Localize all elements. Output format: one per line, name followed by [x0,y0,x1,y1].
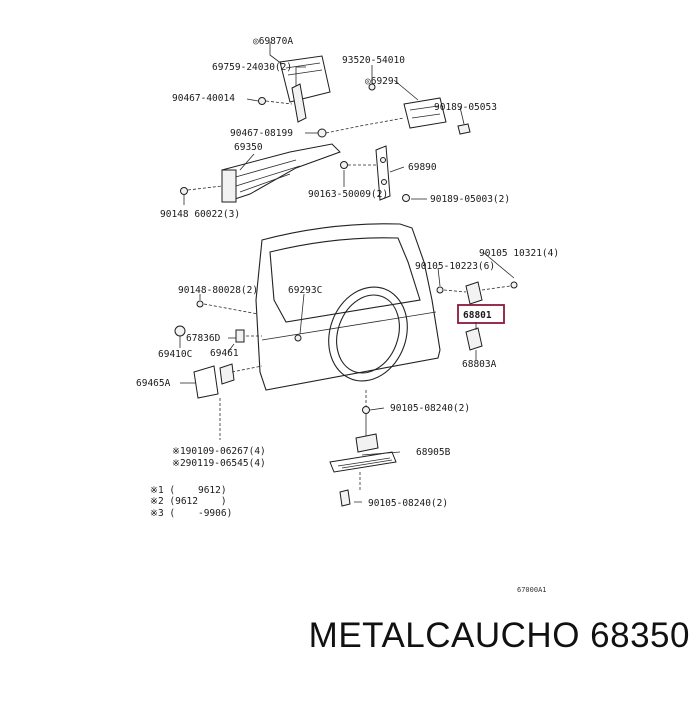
leader [483,252,515,279]
label-90109: ※190109-06267(4) [172,446,266,457]
hinge-bolt-2 [436,286,444,294]
label-90467b: 90467-08199 [230,128,293,139]
leader [459,106,465,125]
stopper-part [193,365,219,399]
label-90189b: 90189-05003(2) [430,194,510,205]
latch-screw-2 [381,179,387,185]
leader-dashed [219,365,263,440]
leader [389,166,405,173]
latch-part [375,145,391,201]
brand-caption: METALCAUCHO 68350 [308,616,690,655]
footnote-3: ※3 ( -9906) [150,508,232,519]
label-69870A: ◎69870A [253,36,293,47]
label-68803A: 68803A [462,359,497,370]
label-69465A: 69465A [136,378,171,389]
leader [299,293,305,335]
label-69350: 69350 [234,142,263,153]
label-90163: 90163-50009(2) [308,189,388,200]
label-90189a: 90189-05053 [434,102,497,113]
bolt-part-2 [180,187,188,195]
leader [354,407,401,503]
leader-dashed [187,185,223,191]
bracket-part [291,83,307,123]
leader [295,66,306,86]
handle-lines [409,105,441,119]
step-bolt-2 [339,489,351,507]
leader [227,343,235,353]
latch-screw [380,157,386,163]
leader-dashed [265,100,405,134]
lock-rod-lines [231,159,301,193]
footnote-1: ※1 ( 9612) [150,485,227,496]
cushion-part [294,334,302,342]
nut-part [457,123,471,135]
label-68801: 68801 [463,310,492,321]
leader-dashed [203,285,511,337]
spare-tire-recess [328,286,408,382]
check-part [174,325,186,337]
lower-step-assembly [329,390,401,507]
label-90148b: 90148-80028(2) [178,285,258,296]
label-93520: 93520-54010 [342,55,405,66]
back-door-panel [174,223,518,440]
figure-code: 67000A1 [517,586,547,594]
clip-part-2 [317,128,327,138]
leader [246,98,259,102]
lock-housing-part [221,169,237,203]
footnotes: ※1 ( 9612) ※2 (9612 ) ※3 ( -9906) [150,485,232,519]
handle-part [403,97,447,129]
leader [393,79,419,101]
nut-part-2 [402,194,410,202]
label-90105a: 90105 10321(4) [479,248,559,259]
label-69291: ◎69291 [365,76,400,87]
part-labels: ◎69870A 69759-24030(2) 93520-54010 ◎6929… [136,36,559,509]
leader [437,267,441,287]
step-bracket-part [355,433,379,453]
label-90467a: 90467-40014 [172,93,235,104]
step-plate-lines [337,457,393,469]
upper-hinge-part [465,281,483,305]
clip-part [258,97,266,105]
door-crease [261,311,437,341]
spare-tire-inner [336,294,400,374]
label-90105c: 90105-08240(2) [390,403,470,414]
label-90105b: 90105-10223(6) [415,261,495,272]
leader [269,42,283,65]
label-68905B: 68905B [416,447,451,458]
label-69461: 69461 [210,348,239,359]
bolt-part-3 [196,300,204,308]
label-67836D: 67836D [186,333,221,344]
footnote-2: ※2 (9612 ) [150,496,227,507]
lower-hinge-part [465,327,483,351]
upper-lock-assembly [180,42,471,205]
stopper-part-2 [219,363,235,385]
label-69410C: 69410C [158,349,192,360]
door-outline [255,223,441,391]
label-69890: 69890 [408,162,437,173]
window-opening [269,237,421,323]
leader [239,153,255,171]
label-90119: ※290119-06545(4) [172,458,266,469]
label-90148a: 90148 60022(3) [160,209,240,220]
leader-dashed [359,390,367,490]
label-69759: 69759-24030(2) [212,62,292,73]
label-69293C: 69293C [288,285,322,296]
step-bolt [362,406,370,414]
cover-plate-lines [285,62,323,76]
hinge-bolt [510,281,518,289]
bolt-part [340,161,348,169]
label-90105d: 90105-08240(2) [368,498,448,509]
bumper-part [235,329,245,343]
highlight-box [457,304,505,324]
